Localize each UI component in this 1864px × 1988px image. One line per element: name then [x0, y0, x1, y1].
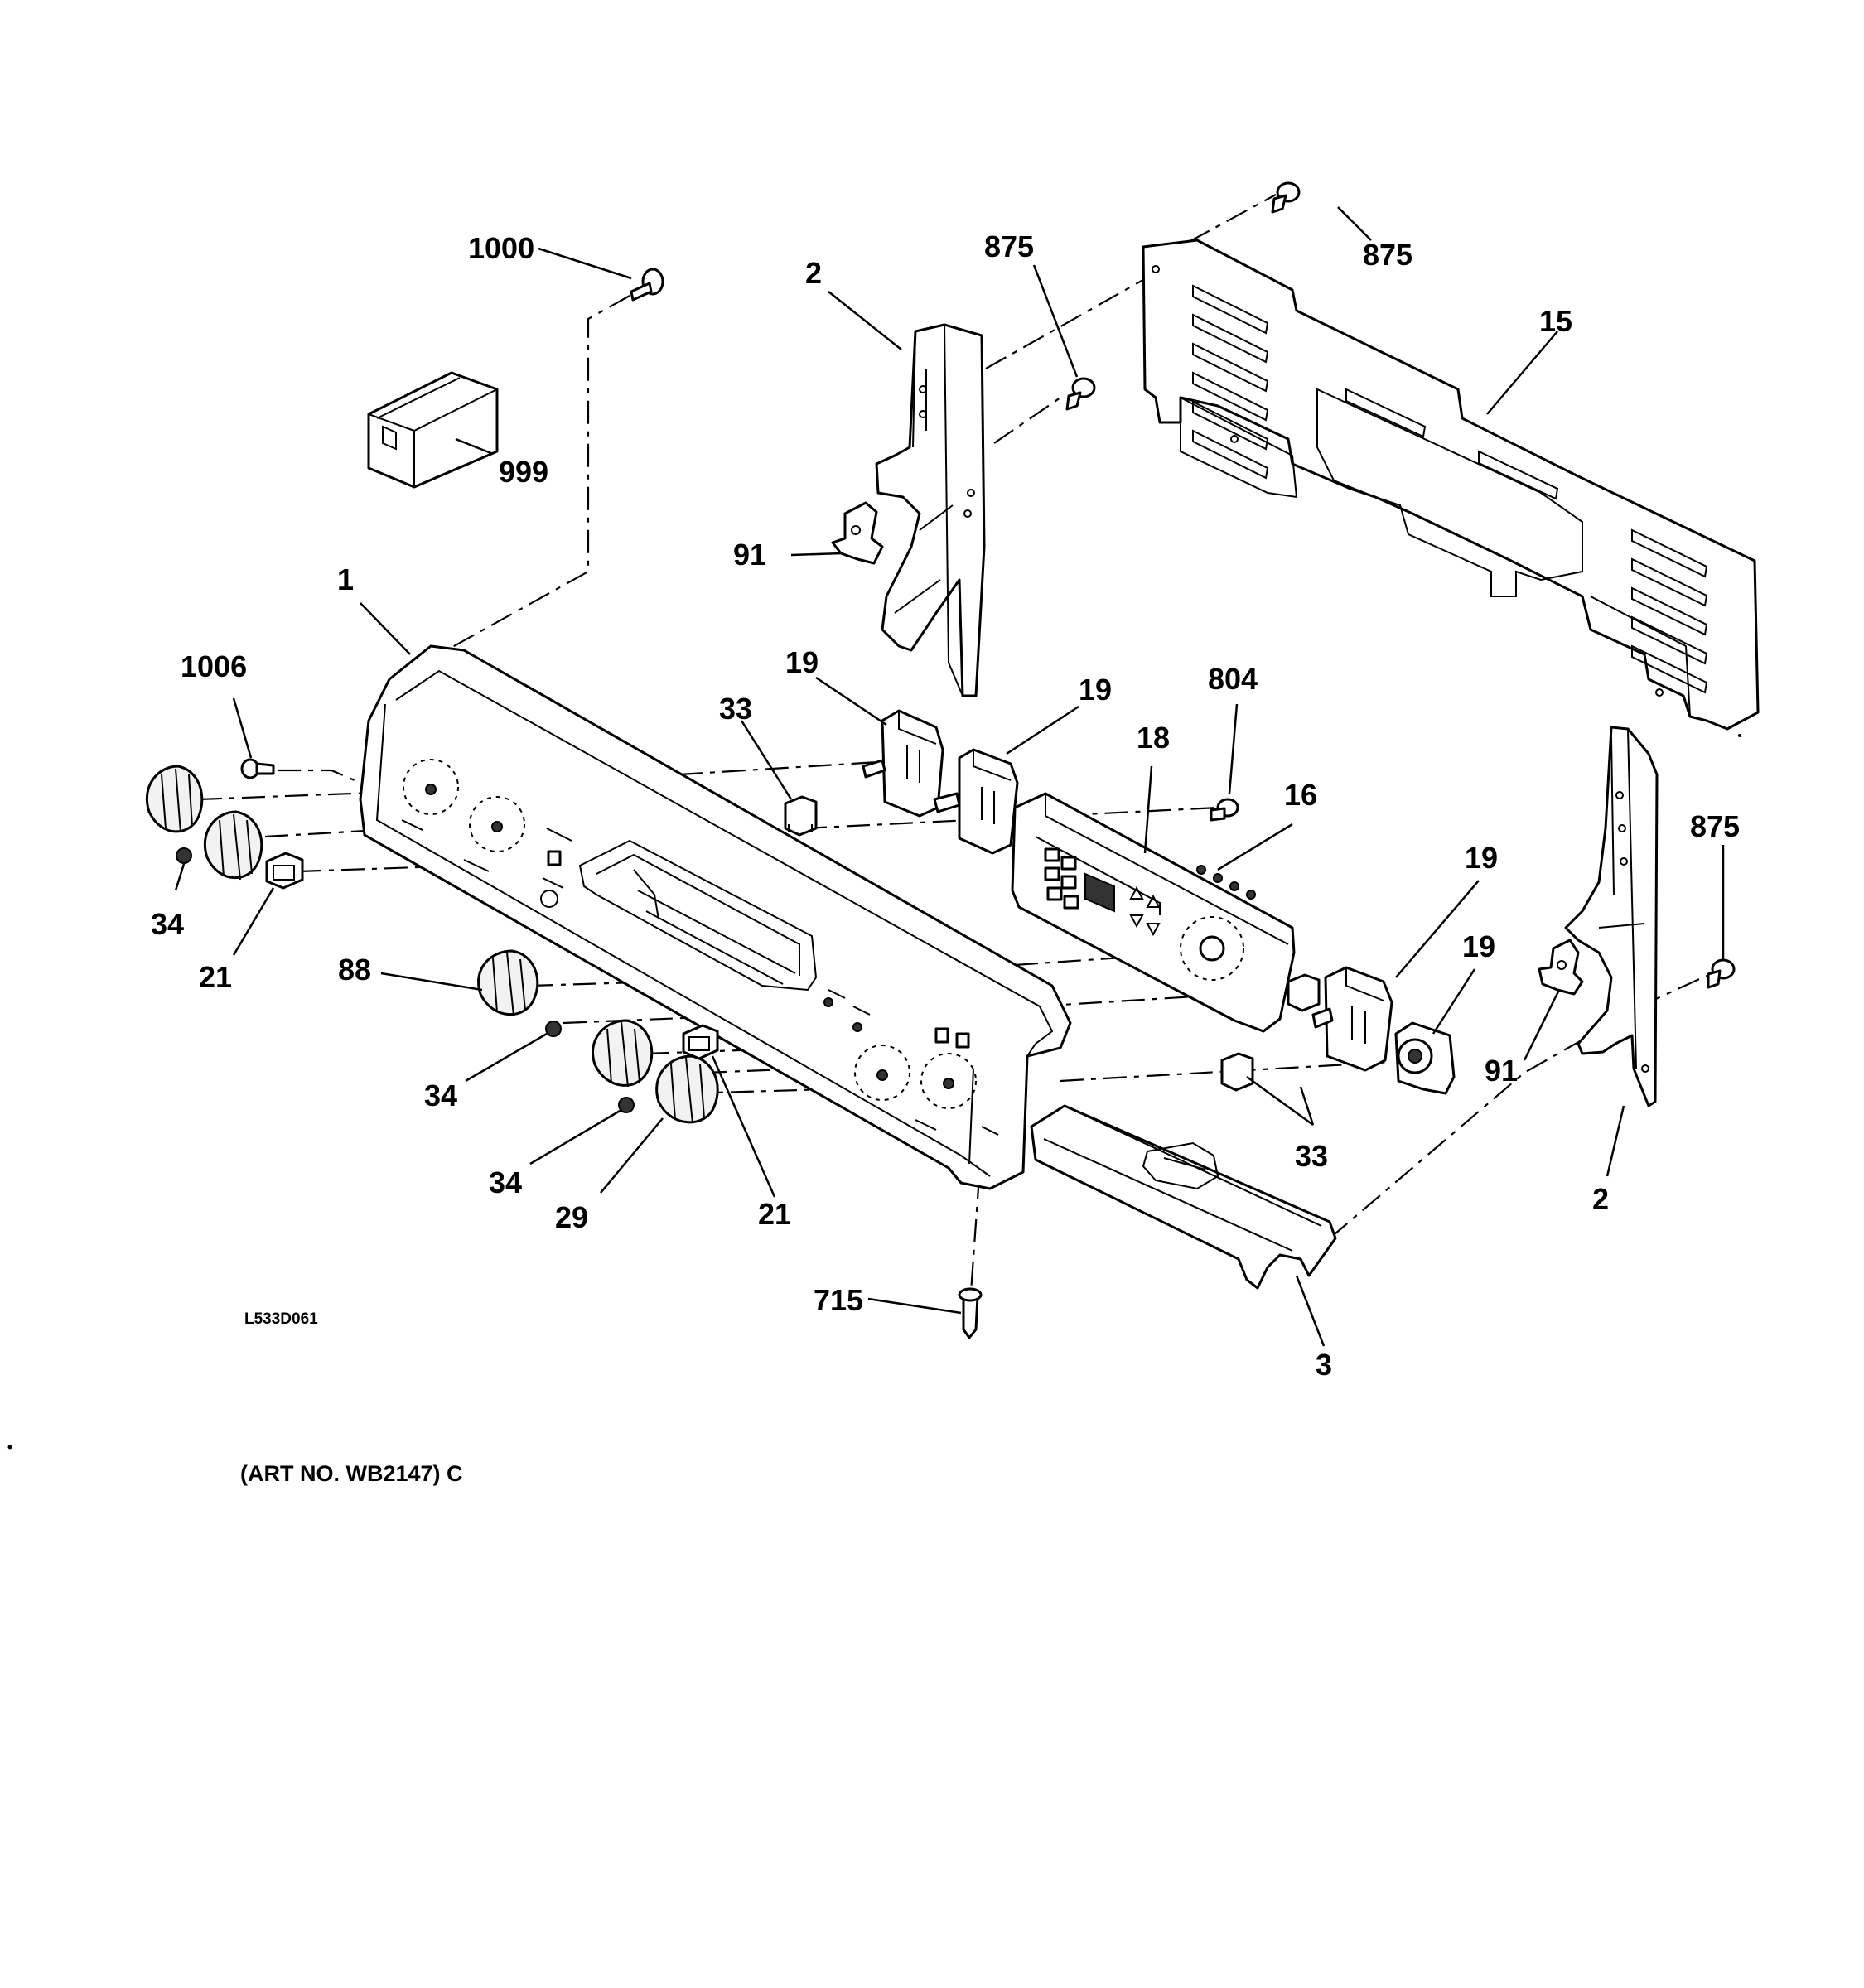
part-91-clip-top — [831, 501, 884, 565]
part-875-screw-a — [1271, 181, 1301, 214]
callout-715: 715 — [814, 1283, 863, 1317]
part-29-knob — [655, 1054, 719, 1124]
part-1000-screw — [630, 268, 664, 302]
part-875-screw-b — [1065, 377, 1096, 411]
panel-dial-markings-left — [401, 759, 572, 908]
part-19-switch-b — [933, 748, 1019, 855]
part-16-control-board — [1011, 792, 1296, 1033]
callout-1000: 1000 — [468, 231, 534, 265]
callout-16: 16 — [1284, 778, 1317, 812]
callout-33-top: 33 — [719, 692, 752, 726]
callout-875-c: 875 — [1690, 809, 1740, 843]
callout-33-bottom: 33 — [1295, 1139, 1328, 1173]
part-19-switch-c — [1311, 966, 1393, 1072]
callout-19-a: 19 — [785, 645, 819, 679]
part-88-knob-upper-left — [145, 765, 204, 833]
callout-88: 88 — [338, 953, 371, 987]
callout-29: 29 — [555, 1200, 588, 1234]
callout-34-b: 34 — [424, 1078, 457, 1112]
part-804-screw — [1210, 798, 1239, 822]
part-88-knob-lower-b — [592, 1019, 654, 1088]
part-2-side-bracket-top — [875, 323, 986, 697]
part-91-clip-right — [1538, 939, 1584, 996]
speck — [1738, 734, 1741, 737]
art-number: (ART NO. WB2147) C — [240, 1461, 463, 1486]
part-33-block-mid — [1287, 973, 1321, 1012]
part-1006-screw — [240, 758, 275, 779]
part-34-spring-b — [545, 1021, 562, 1037]
callout-3: 3 — [1316, 1348, 1332, 1382]
part-88-knob-upper-mid — [203, 810, 263, 881]
part-3-trim-rail — [1030, 1104, 1337, 1290]
part-34-spring-a — [176, 847, 192, 864]
part-15-back-panel — [1142, 239, 1760, 731]
callout-34-c: 34 — [489, 1165, 522, 1199]
callout-875-a: 875 — [984, 229, 1034, 263]
part-21-switch-b — [682, 1024, 719, 1060]
part-715-screw — [958, 1287, 983, 1339]
part-19-switch-d — [1394, 1021, 1456, 1095]
part-1-control-panel — [359, 644, 1072, 1190]
part-999-box — [367, 371, 499, 489]
part-33-block-top — [784, 795, 818, 837]
part-88-knob-lower-a — [477, 949, 539, 1016]
leader-lines — [174, 206, 1725, 1347]
back-panel-vents-left — [1192, 284, 1269, 480]
part-21-switch-a — [265, 852, 304, 890]
callout-2-top: 2 — [805, 256, 822, 290]
part-33-block-low — [1220, 1052, 1254, 1092]
callout-19-b: 19 — [1079, 673, 1112, 707]
callout-91-right: 91 — [1485, 1054, 1518, 1088]
callout-labels: 1000 999 2 91 875 875 15 1 1006 19 19 33… — [151, 229, 1740, 1382]
back-panel-vents-right — [1631, 528, 1708, 694]
callout-21-b: 21 — [758, 1197, 791, 1231]
callout-804: 804 — [1208, 662, 1258, 696]
callout-1: 1 — [337, 562, 354, 596]
callout-1006: 1006 — [181, 649, 247, 683]
callout-15: 15 — [1539, 304, 1572, 338]
callout-18: 18 — [1137, 721, 1170, 755]
callout-19-c: 19 — [1465, 841, 1498, 875]
callout-91-top: 91 — [733, 538, 766, 572]
part-2-side-bracket-right — [1564, 726, 1659, 1107]
callout-875-b: 875 — [1363, 238, 1412, 272]
part-19-switch-a — [862, 709, 944, 818]
callout-34-a: 34 — [151, 907, 184, 941]
callout-2-right: 2 — [1592, 1182, 1609, 1216]
diagram-code: L533D061 — [244, 1310, 318, 1328]
part-875-screw-c — [1707, 958, 1736, 989]
panel-dial-markings-right — [823, 989, 999, 1136]
speck — [7, 1445, 12, 1450]
callout-21-a: 21 — [199, 960, 232, 994]
callout-19-d: 19 — [1462, 929, 1495, 963]
part-34-spring-c — [618, 1097, 635, 1113]
callout-999: 999 — [499, 455, 548, 489]
